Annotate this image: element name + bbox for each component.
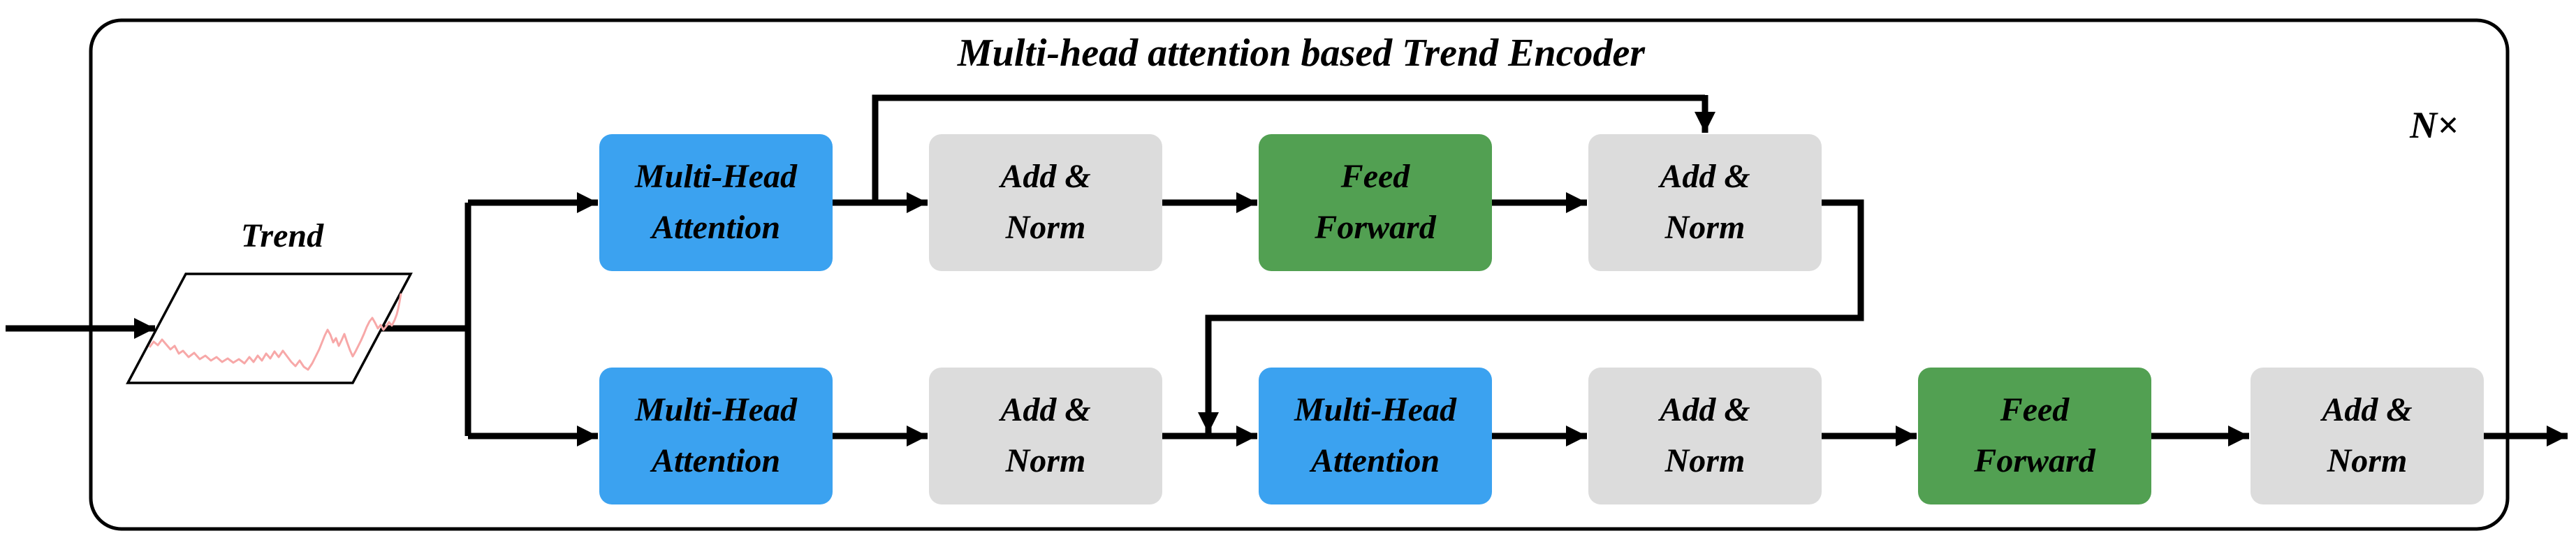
top-add-norm-box-2: Add & Norm — [1588, 134, 1822, 271]
repeat-count-label: N× — [2410, 104, 2459, 146]
line-top-skip — [872, 94, 1705, 205]
bottom-multi-head-attention-box-2: Multi-Head Attention — [1259, 368, 1492, 504]
trend-sparkline — [148, 293, 402, 371]
bottom-add-norm-box-2: Add & Norm — [1588, 368, 1822, 504]
diagram-title: Multi-head attention based Trend Encoder — [957, 31, 1646, 75]
line-cross-route — [1205, 199, 1864, 391]
trend-input-label: Trend — [240, 217, 324, 254]
bottom-add-norm-box-1: Add & Norm — [929, 368, 1162, 504]
top-feed-forward-box: Feed Forward — [1259, 134, 1492, 271]
top-multi-head-attention-box: Multi-Head Attention — [599, 134, 833, 271]
bottom-multi-head-attention-box-1: Multi-Head Attention — [599, 368, 833, 504]
bottom-add-norm-box-3: Add & Norm — [2251, 368, 2484, 504]
connections — [6, 94, 2568, 446]
top-add-norm-box-1: Add & Norm — [929, 134, 1162, 271]
trend-parallelogram — [126, 273, 413, 384]
trend-input-node — [126, 273, 413, 384]
bottom-feed-forward-box: Feed Forward — [1918, 368, 2151, 504]
encoder-outline-box — [89, 18, 2510, 531]
